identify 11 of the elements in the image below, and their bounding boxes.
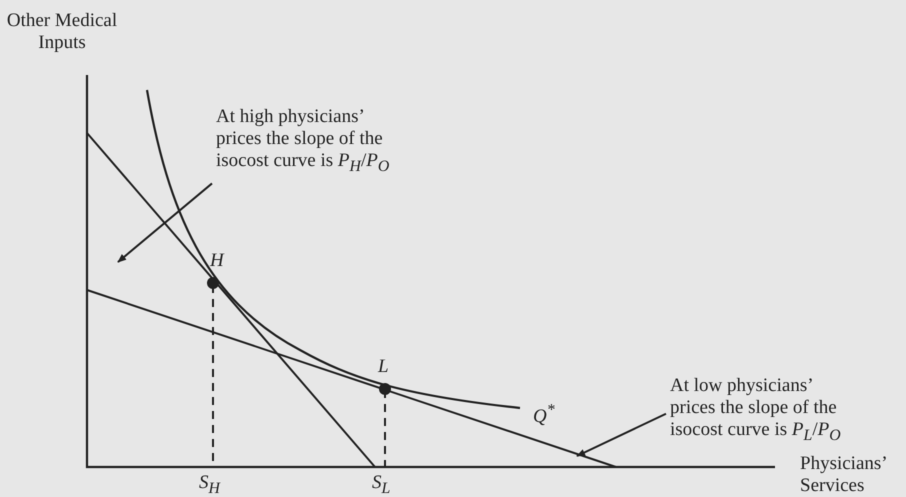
- leader-arrow: [117, 182, 213, 263]
- point-label: H: [210, 250, 224, 272]
- callout-text: At high physicians’ prices the slope of the isocost curve is P$_{H}$/P$_{O}$: [216, 106, 406, 178]
- leader-arrow: [576, 412, 666, 457]
- axis-title: Other Medical Inputs: [6, 10, 118, 54]
- curve-label: Q$^{*}$: [533, 401, 555, 428]
- point-label: L: [378, 356, 389, 378]
- tick-label: S$_{H}$: [199, 472, 220, 497]
- callout-text: At low physicians’ prices the slope of the isocost curve is P$_{L}$/P$_{O}$: [670, 375, 860, 447]
- tick-label: S$_{L}$: [372, 472, 390, 497]
- axis-title: Physicians’ Services: [800, 453, 888, 497]
